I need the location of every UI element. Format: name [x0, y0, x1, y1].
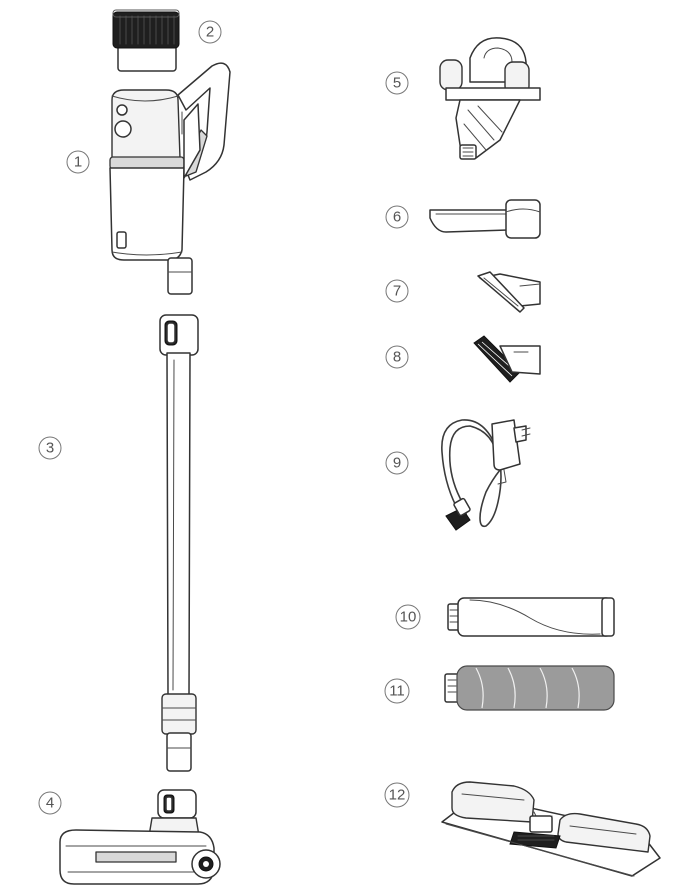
- callout-8-number: 8: [393, 349, 401, 366]
- callout-4-number: 4: [46, 795, 54, 812]
- callout-3-number: 3: [46, 440, 54, 457]
- callout-1: 1: [66, 150, 90, 174]
- callout-2: 2: [198, 20, 222, 44]
- roller-brush-fluffy-illustration: [444, 665, 615, 711]
- extension-tube-illustration: [159, 314, 199, 772]
- callout-6: 6: [385, 205, 409, 229]
- callout-2-number: 2: [206, 24, 214, 41]
- callout-8: 8: [385, 345, 409, 369]
- callout-10: 10: [395, 604, 421, 630]
- callout-10-number: 10: [400, 609, 417, 626]
- callout-11-number: 11: [389, 683, 405, 700]
- main-unit-illustration: [109, 62, 231, 295]
- callout-3: 3: [38, 436, 62, 460]
- callout-11: 11: [384, 678, 410, 704]
- callout-5-number: 5: [393, 75, 401, 92]
- callout-12: 12: [384, 782, 410, 808]
- callout-9: 9: [385, 451, 409, 475]
- roller-brush-soft-illustration: [447, 597, 615, 637]
- callout-7-number: 7: [393, 283, 401, 300]
- dusting-brush-illustration: [473, 335, 541, 383]
- callout-1-number: 1: [74, 154, 82, 171]
- floor-brush-illustration: [59, 789, 221, 885]
- callout-12-number: 12: [389, 787, 406, 804]
- filter-illustration: [112, 9, 180, 72]
- callout-6-number: 6: [393, 209, 401, 226]
- wide-tool-illustration: [477, 271, 541, 313]
- callout-4: 4: [38, 791, 62, 815]
- wall-mount-illustration: [439, 37, 541, 160]
- callout-5: 5: [385, 71, 409, 95]
- callout-7: 7: [385, 279, 409, 303]
- crevice-tool-illustration: [429, 199, 541, 239]
- callout-9-number: 9: [393, 455, 401, 472]
- charging-dock-illustration: [441, 781, 661, 877]
- charger-illustration: [441, 419, 531, 531]
